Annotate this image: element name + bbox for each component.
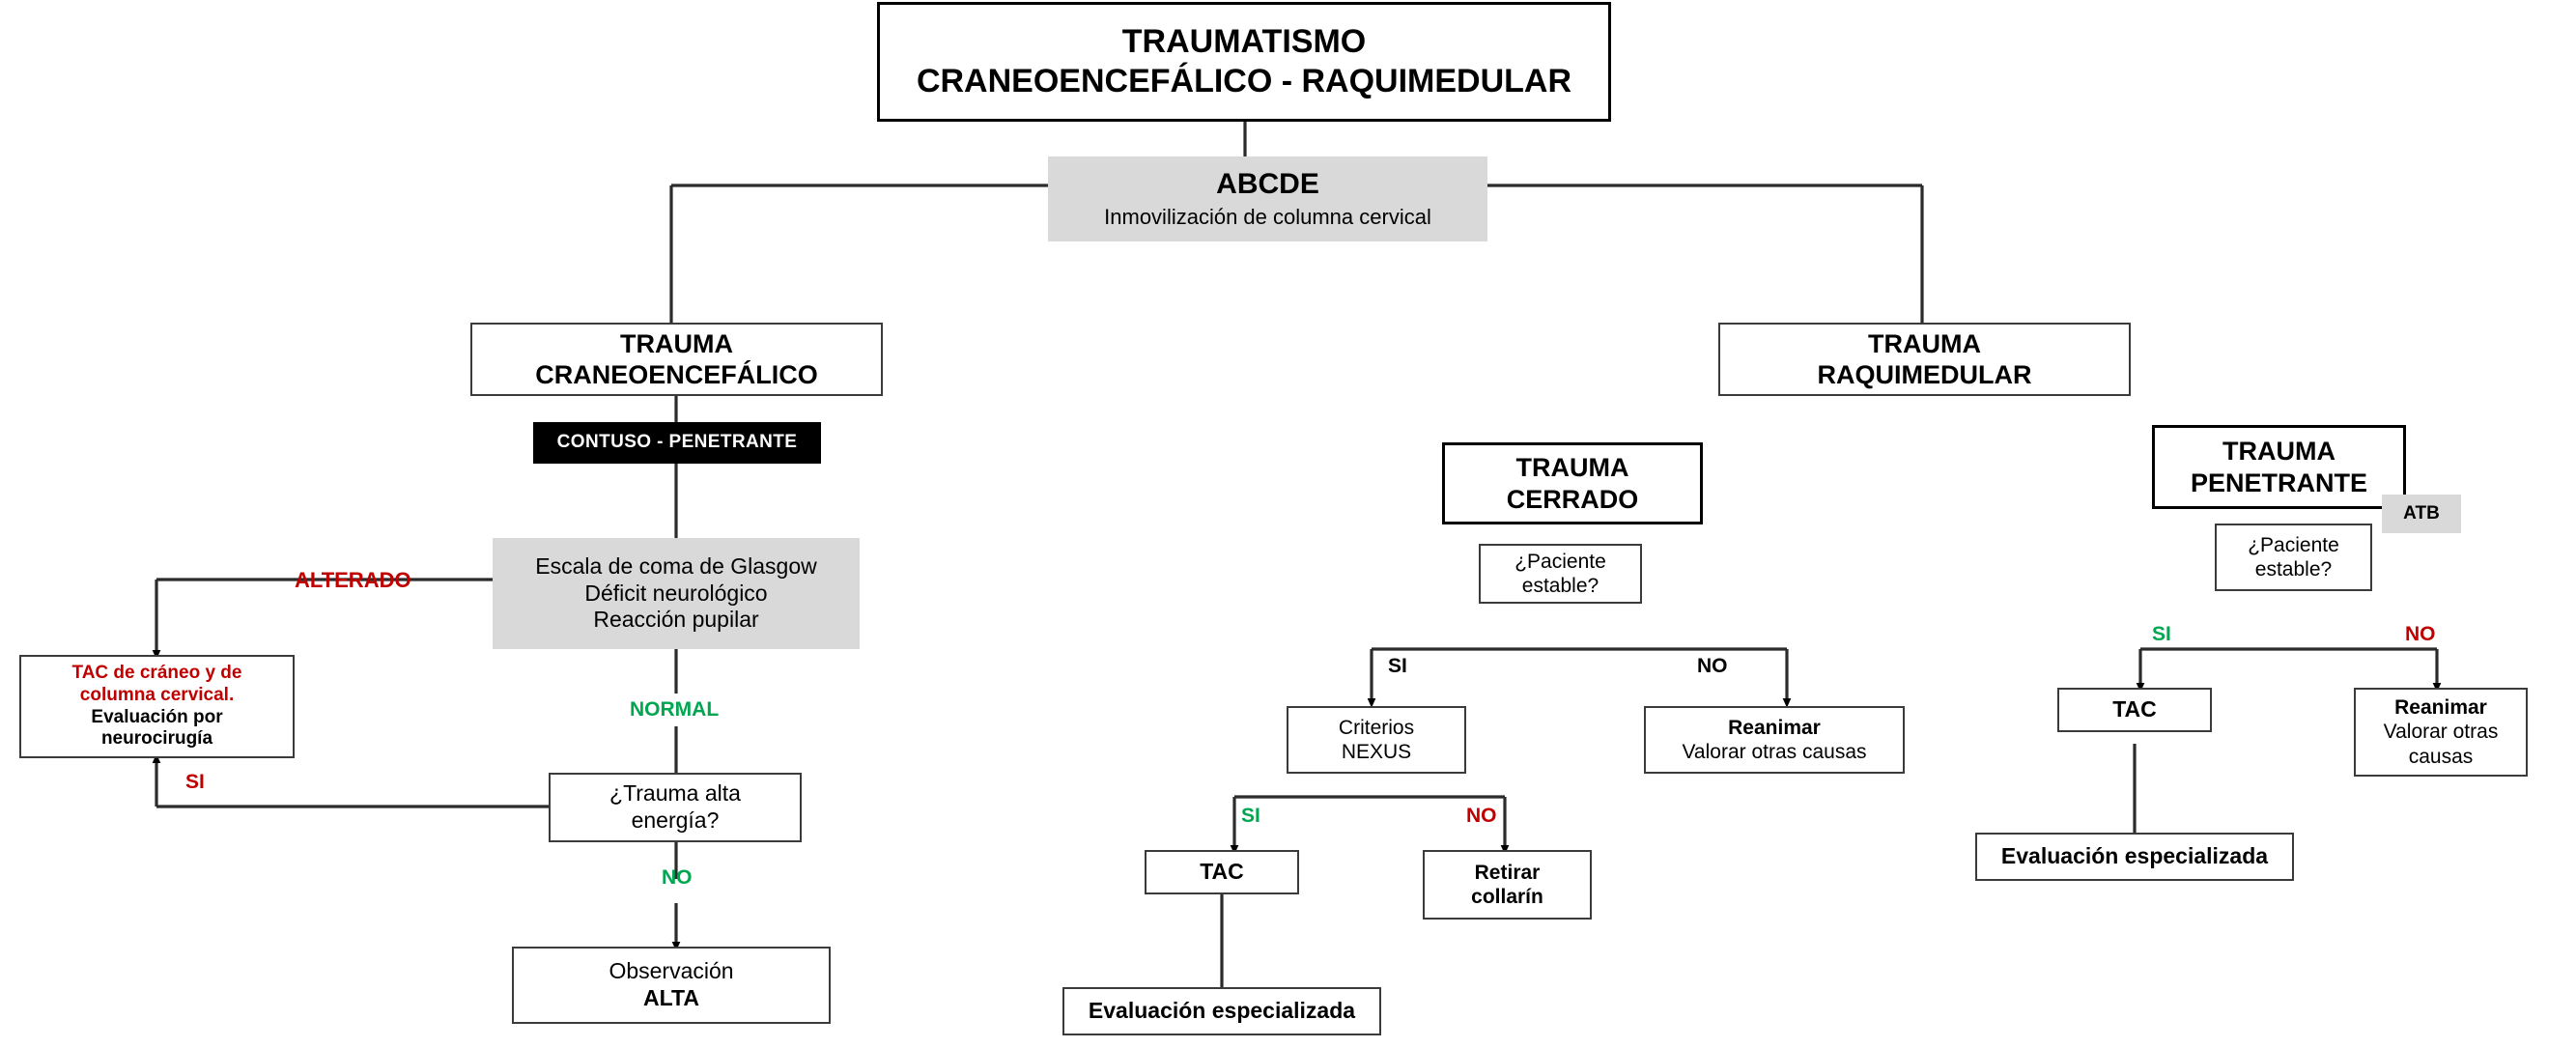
nexus-line-1: Criterios [1338, 716, 1415, 739]
tac-line-4: neurocirugía [100, 728, 213, 750]
nexus-line-2: NEXUS [1341, 741, 1412, 763]
contuso-penetrante-label: CONTUSO - PENETRANTE [556, 432, 798, 453]
contuso-penetrante-bar: CONTUSO - PENETRANTE [533, 422, 821, 464]
tac-cerrado-box: TAC [1145, 850, 1299, 894]
glasgow-assessment-box: Escala de coma de Glasgow Déficit neurol… [493, 538, 860, 649]
collarin-line-2: collarín [1471, 886, 1543, 908]
observacion-alta-box: Observación ALTA [512, 947, 831, 1024]
eval-penetrante-label: Evaluación especializada [2000, 843, 2269, 869]
tce-line-2: CRANEOENCEFÁLICO [535, 360, 818, 389]
title-line-2: CRANEOENCEFÁLICO - RAQUIMEDULAR [916, 63, 1572, 99]
glasgow-line-2: Déficit neurológico [584, 580, 768, 606]
observacion-line-1: Observación [609, 958, 734, 984]
paciente-estable-penetrante-box: ¿Paciente estable? [2215, 524, 2372, 591]
edge-label-si-left: SI [185, 771, 205, 793]
edge-label-no-cerrado: NO [1697, 655, 1728, 677]
tac-line-2: columna cervical. [79, 684, 235, 705]
alta-energia-line-1: ¿Trauma alta [609, 780, 741, 807]
evaluacion-especializada-cerrado-box: Evaluación especializada [1062, 987, 1381, 1035]
abcde-box: ABCDE Inmovilización de columna cervical [1048, 156, 1487, 241]
cerrado-line-2: CERRADO [1506, 484, 1639, 514]
glasgow-line-1: Escala de coma de Glasgow [535, 553, 817, 580]
tac-line-1: TAC de cráneo y de [71, 662, 242, 683]
edge-label-si-penetrante: SI [2152, 623, 2171, 645]
trauma-cerrado-box: TRAUMA CERRADO [1442, 442, 1703, 524]
edge-label-no-left: NO [662, 866, 693, 889]
penetrante-line-2: PENETRANTE [2190, 467, 2367, 497]
traq-line-2: RAQUIMEDULAR [1817, 360, 2032, 389]
evaluacion-especializada-penetrante-box: Evaluación especializada [1975, 833, 2294, 881]
reanimar-pen-line-3: causas [2408, 745, 2474, 768]
estable-penetrante-line-1: ¿Paciente [2248, 533, 2339, 556]
reanimar-penetrante-box: Reanimar Valorar otras causas [2354, 688, 2528, 777]
retirar-collarin-box: Retirar collarín [1423, 850, 1592, 920]
penetrante-line-1: TRAUMA [2222, 437, 2335, 467]
estable-cerrado-line-1: ¿Paciente [1514, 550, 1606, 573]
trauma-penetrante-box: TRAUMA PENETRANTE [2152, 425, 2406, 509]
abcde-subtext: Inmovilización de columna cervical [1104, 205, 1431, 230]
reanimar-pen-line-1: Reanimar [2394, 696, 2487, 720]
atb-badge: ATB [2382, 495, 2461, 533]
abcde-heading: ABCDE [1216, 168, 1319, 201]
trauma-alta-energia-box: ¿Trauma alta energía? [549, 773, 802, 842]
tac-penetrante-label: TAC [2112, 696, 2157, 722]
glasgow-line-3: Reacción pupilar [593, 607, 759, 633]
tce-line-1: TRAUMA [620, 328, 733, 358]
reanimar-cerrado-box: Reanimar Valorar otras causas [1644, 706, 1905, 774]
cerrado-line-1: TRAUMA [1515, 453, 1629, 483]
collarin-line-1: Retirar [1474, 861, 1541, 884]
estable-cerrado-line-2: estable? [1521, 575, 1599, 597]
edge-label-no-nexus: NO [1466, 805, 1497, 827]
tac-craneo-columna-box: TAC de cráneo y de columna cervical. Eva… [19, 655, 295, 758]
traq-line-1: TRAUMA [1868, 328, 1981, 358]
alta-energia-line-2: energía? [631, 807, 720, 833]
estable-penetrante-line-2: estable? [2254, 558, 2333, 581]
title-box: TRAUMATISMO CRANEOENCEFÁLICO - RAQUIMEDU… [877, 2, 1611, 122]
observacion-line-2: ALTA [643, 985, 699, 1010]
atb-label: ATB [2403, 502, 2440, 524]
title-line-1: TRAUMATISMO [1121, 23, 1367, 61]
edge-label-si-cerrado: SI [1388, 655, 1407, 677]
edge-label-normal: NORMAL [630, 698, 720, 721]
tac-line-3: Evaluación por [91, 706, 223, 727]
tac-cerrado-label: TAC [1200, 859, 1244, 885]
reanimar-cerrado-line-2: Valorar otras causas [1682, 741, 1867, 763]
tac-penetrante-box: TAC [2057, 688, 2212, 732]
edge-label-si-nexus: SI [1241, 805, 1260, 827]
trauma-craneoencefalico-box: TRAUMA CRANEOENCEFÁLICO [470, 323, 883, 396]
edge-label-alterado: ALTERADO [295, 568, 411, 592]
paciente-estable-cerrado-box: ¿Paciente estable? [1479, 544, 1642, 604]
criterios-nexus-box: Criterios NEXUS [1287, 706, 1466, 774]
reanimar-cerrado-line-1: Reanimar [1728, 716, 1821, 739]
edge-label-no-penetrante: NO [2405, 623, 2436, 645]
eval-cerrado-label: Evaluación especializada [1088, 998, 1356, 1024]
reanimar-pen-line-2: Valorar otras [2383, 721, 2499, 744]
trauma-raquimedular-box: TRAUMA RAQUIMEDULAR [1718, 323, 2131, 396]
